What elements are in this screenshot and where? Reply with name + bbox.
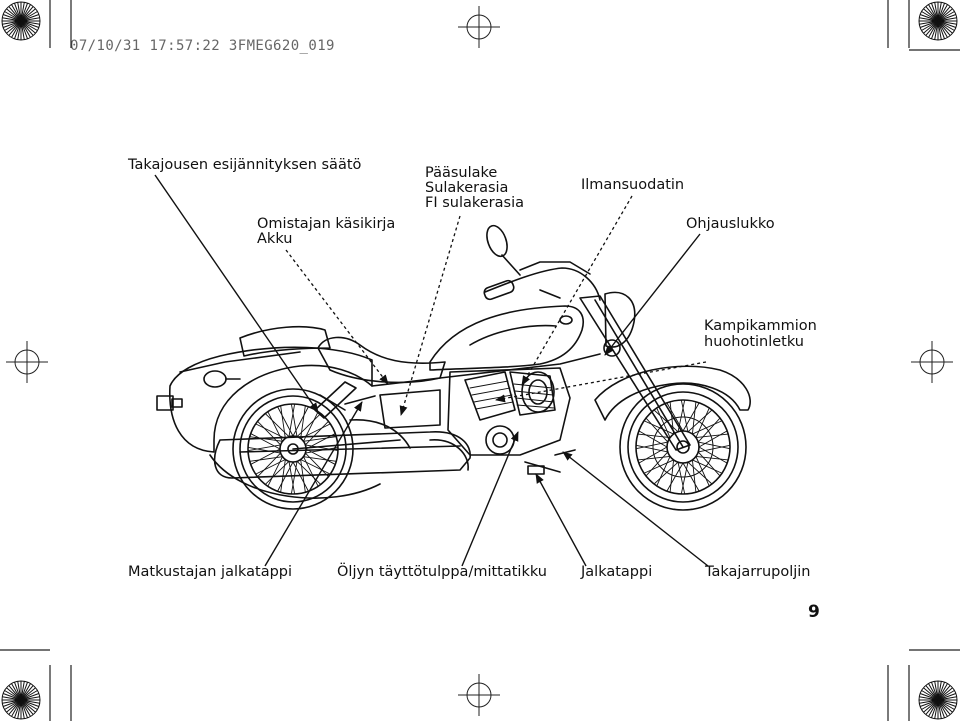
- leader-rear-brake-pedal: [562, 451, 709, 567]
- label-passenger-footpeg: Matkustajan jalkatappi: [128, 564, 293, 580]
- label-rear-brake-pedal: Takajarrupoljin: [705, 564, 811, 580]
- rear-fender: [169, 346, 373, 453]
- front-fork: [579, 295, 691, 451]
- starburst-target-top-right: [918, 1, 958, 41]
- handlebar: [484, 267, 601, 301]
- label-fuse-box: Sulakerasia: [425, 180, 509, 196]
- label-crankcase-breather-line-1: Kampikammion: [704, 318, 817, 334]
- leader-steering-lock: [604, 233, 701, 356]
- leader-owners-manual: [285, 249, 389, 385]
- leader-fuse-box: [399, 215, 461, 416]
- front-fender: [594, 365, 751, 421]
- label-steering-lock: Ohjauslukko: [686, 216, 775, 232]
- registration-target-left: [6, 341, 48, 383]
- registration-target-bottom: [458, 674, 500, 716]
- front-wheel: [619, 383, 747, 511]
- leader-rear-suspension: [154, 174, 319, 413]
- registration-target-top: [458, 6, 500, 48]
- label-crankcase-breather-line-2: huohotinletku: [704, 334, 804, 350]
- label-main-fuse: Pääsulake: [425, 165, 498, 181]
- page-number: 9: [808, 602, 820, 622]
- label-fi-fuse-box: FI sulakerasia: [425, 195, 525, 211]
- label-air-cleaner: Ilmansuodatin: [581, 177, 685, 193]
- exhaust: [213, 431, 471, 479]
- label-battery: Akku: [257, 231, 293, 247]
- leader-footpeg: [535, 473, 587, 567]
- leader-oil-filler-cap: [461, 431, 519, 567]
- starburst-target-top-left: [1, 1, 41, 41]
- rider-seat: [317, 336, 446, 384]
- label-owners-manual: Omistajan käsikirja: [257, 216, 396, 232]
- registration-target-right: [911, 341, 953, 383]
- label-rear-suspension-adjuster: Takajousen esijännityksen säätö: [128, 157, 362, 173]
- passenger-seat: [239, 325, 331, 357]
- fuel-tank: [429, 305, 584, 371]
- leader-crankcase-breather: [495, 361, 707, 403]
- starburst-target-bottom-right: [918, 680, 958, 720]
- label-oil-filler-cap: Öljyn täyttötulppa/mittatikku: [337, 564, 547, 580]
- print-stamp: 07/10/31 17:57:22 3FMEG620_019: [70, 38, 335, 54]
- leader-passenger-footpeg: [264, 401, 363, 567]
- label-footpeg: Jalkatappi: [581, 564, 653, 580]
- leader-air-cleaner: [521, 195, 633, 386]
- starburst-target-bottom-left: [1, 680, 41, 720]
